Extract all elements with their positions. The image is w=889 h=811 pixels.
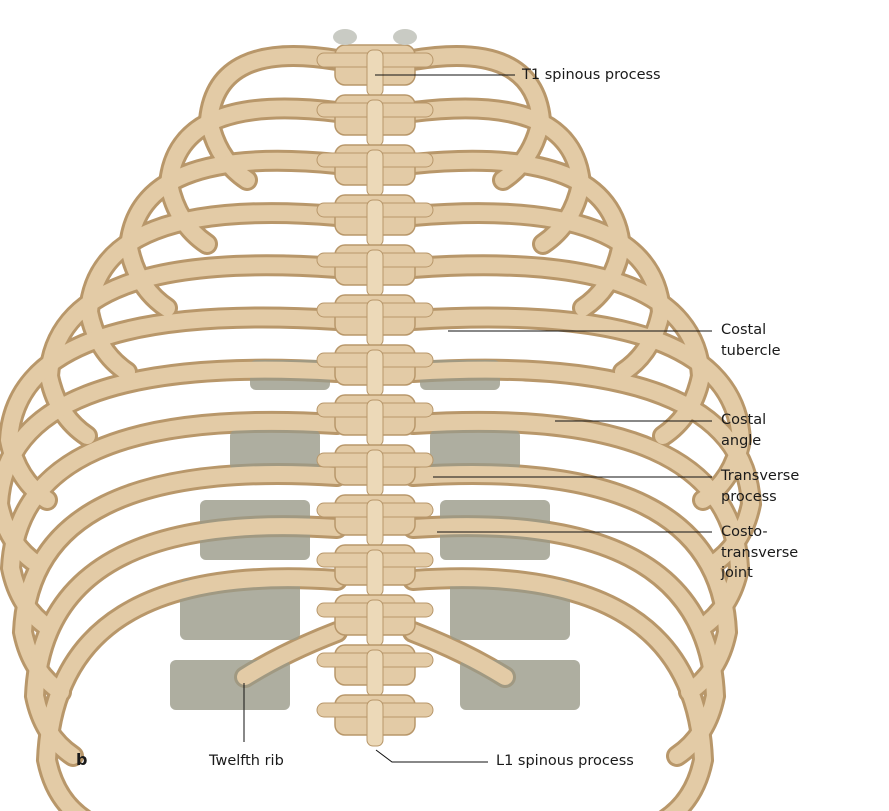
rib-left [80, 205, 345, 380]
label-line: joint [721, 565, 753, 581]
spinous-process [366, 49, 384, 97]
rib-left [38, 570, 345, 811]
rib-right [405, 309, 750, 508]
label-l1-spinous-process: L1 spinous process [496, 753, 634, 769]
spinous-process [366, 449, 384, 497]
rib-right [405, 205, 670, 380]
label-line: Transverse [721, 468, 800, 484]
label-costotransverse-joint: Costo- transverse joint [721, 522, 798, 584]
label-line: Costal [721, 412, 767, 428]
spinous-process [366, 99, 384, 147]
spinous-process [366, 149, 384, 197]
spinous-process [366, 699, 384, 747]
rib-left [0, 309, 345, 508]
intercostal-membrane-left [230, 430, 320, 470]
label-costal-tubercle: Costal tubercle [721, 320, 781, 361]
label-line: Costal [721, 322, 767, 338]
spinous-process [366, 199, 384, 247]
rib-right [405, 570, 712, 811]
intercostal-membrane-right [430, 430, 520, 470]
label-line: transverse [721, 544, 799, 561]
spinous-process [366, 299, 384, 347]
rib-right [405, 624, 513, 685]
spinous-process [366, 649, 384, 697]
articular-facet [393, 29, 417, 45]
label-line: Costo- [721, 524, 768, 540]
spinous-process [366, 549, 384, 597]
spinous-process [366, 249, 384, 297]
spinous-process [366, 399, 384, 447]
leader-l1 [375, 749, 488, 763]
articular-facet [333, 29, 357, 45]
label-twelfth-rib: Twelfth rib [209, 753, 284, 769]
label-t1-spinous-process: T1 spinous process [522, 67, 661, 83]
spinous-process [366, 599, 384, 647]
rib-left [237, 624, 345, 685]
intercostal-membrane-left [180, 580, 300, 640]
label-transverse-process: Transverse process [721, 466, 799, 507]
label-line: angle [721, 432, 762, 449]
intercostal-membrane-right [450, 580, 570, 640]
spinous-process [366, 499, 384, 547]
spinous-process [366, 349, 384, 397]
figure-letter: b [76, 750, 88, 769]
label-line: tubercle [721, 342, 781, 359]
label-costal-angle: Costal angle [721, 410, 766, 451]
label-line: process [721, 488, 777, 505]
